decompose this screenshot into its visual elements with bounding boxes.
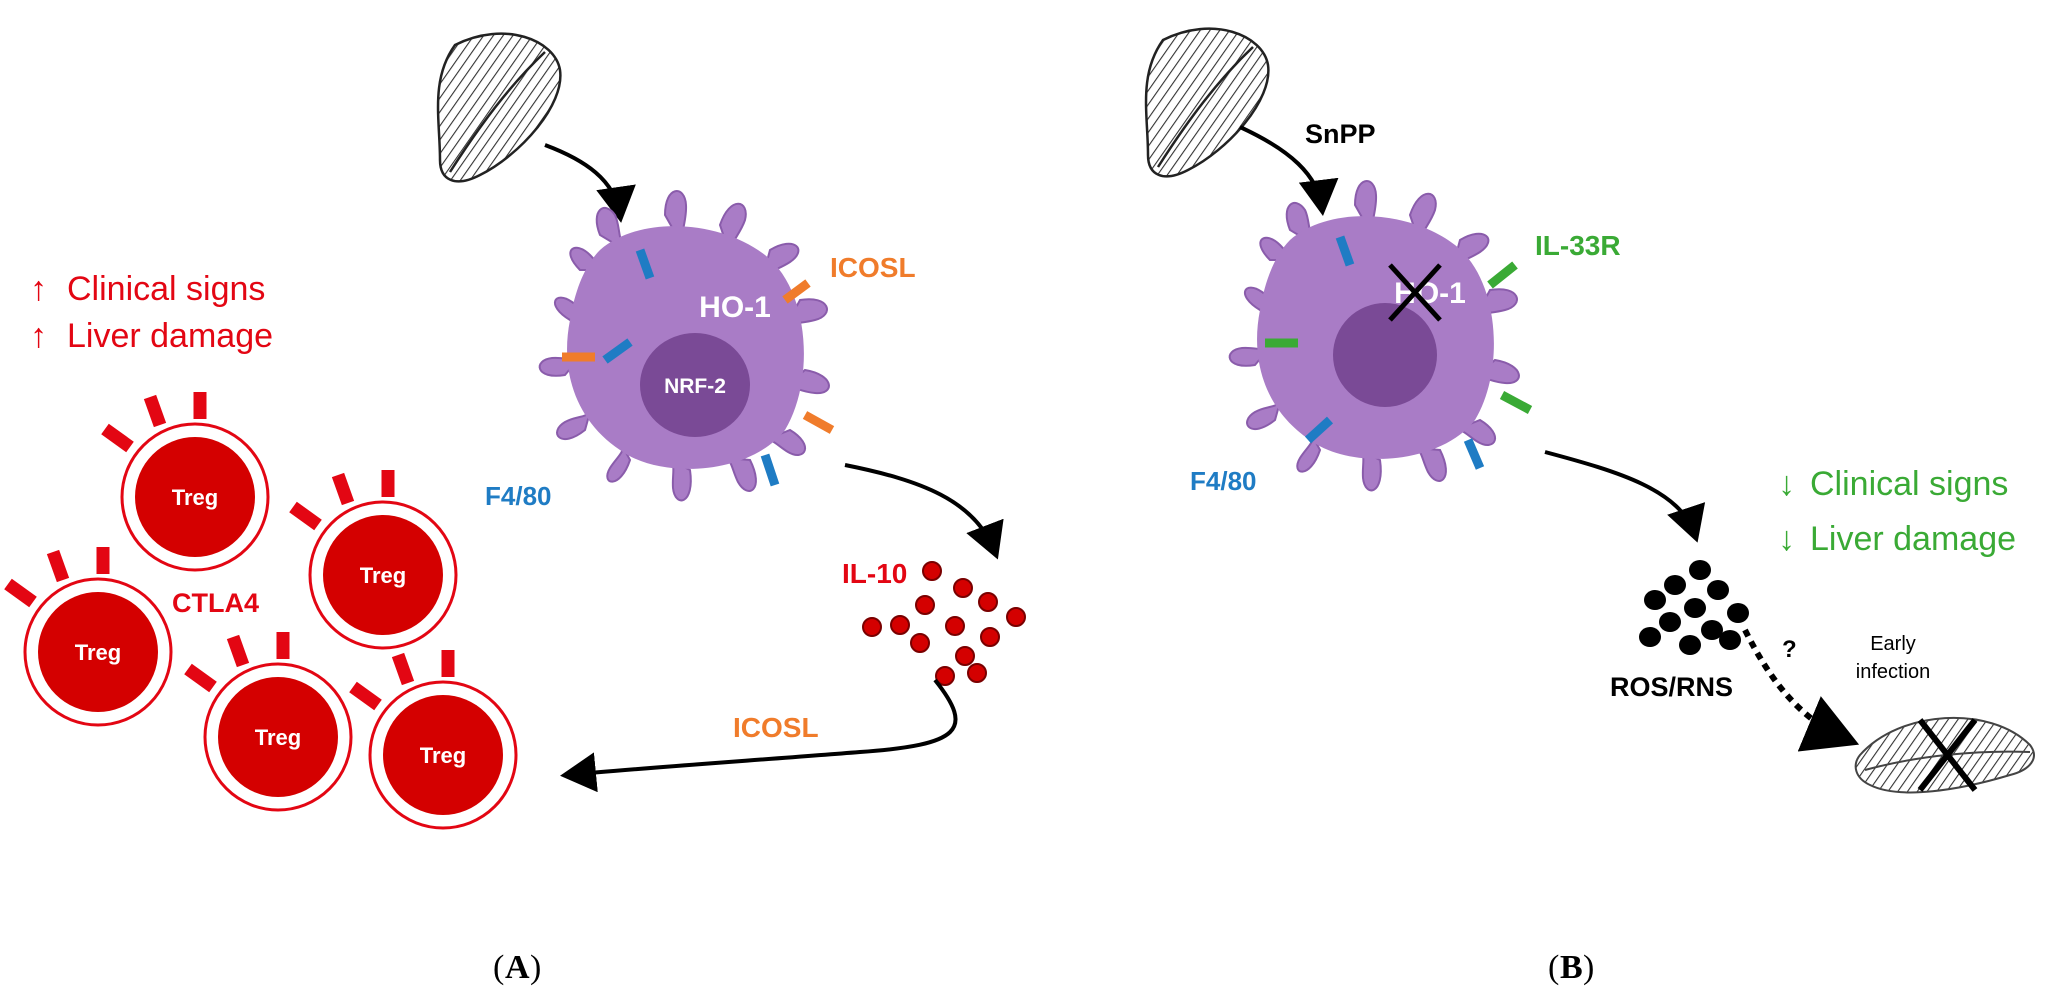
f4-80-label: F4/80 (485, 481, 552, 511)
icosl-ligand-label: ICOSL (733, 712, 819, 743)
svg-text:): ) (530, 949, 541, 986)
panel-a-caption: ( A ) (493, 949, 541, 986)
arrow-macrophage-to-ros (1544, 450, 1706, 543)
ros-rns-label: ROS/RNS (1610, 672, 1733, 702)
treg-cell: Treg (289, 470, 458, 650)
treg-label: Treg (75, 640, 121, 665)
liver-fluke-icon (1144, 27, 1270, 178)
panel-b-caption: ( B ) (1548, 949, 1594, 986)
effect-liver-damage: Liver damage (67, 317, 273, 355)
liver-fluke-icon (436, 32, 562, 183)
up-arrow-icon: ↑ (30, 270, 47, 308)
effect-clinical-signs: Clinical signs (67, 270, 265, 308)
nucleus (1333, 303, 1437, 407)
treg-cell: Treg (184, 632, 353, 812)
il-33r-label: IL-33R (1535, 230, 1621, 261)
inhibited-cross-icon (1388, 263, 1442, 322)
ho-1-label: HO-1 (699, 291, 771, 324)
dotted-arrow-to-infection (1742, 628, 1860, 752)
ctla4-label: CTLA4 (172, 588, 259, 618)
il-10-label: IL-10 (842, 558, 907, 589)
treg-cell: Treg (101, 392, 270, 572)
icosl-receptor (802, 411, 835, 434)
effect-clinical-signs: Clinical signs (1810, 465, 2008, 503)
arrow-il10-to-tregs (560, 678, 958, 793)
receptors-a (562, 248, 835, 487)
snpp-label: SnPP (1305, 119, 1376, 149)
receptors-b (1265, 235, 1533, 470)
question-mark: ? (1782, 636, 1797, 663)
treg-label: Treg (420, 743, 466, 768)
nrf-2-label: NRF-2 (664, 375, 726, 398)
f4-80-receptor (760, 453, 780, 487)
il-10-molecules (862, 561, 1026, 686)
svg-text:B: B (1560, 949, 1583, 986)
treg-cell: Treg (349, 650, 518, 830)
svg-text:(: ( (1548, 949, 1559, 986)
f4-80-receptor (1304, 416, 1334, 444)
icosl-receptor-label: ICOSL (830, 252, 916, 283)
effects-a: ↑ Clinical signs ↑ Liver damage (30, 270, 273, 355)
treg-label: Treg (360, 563, 406, 588)
icosl-receptor (782, 279, 811, 304)
killed-fluke-icon (1854, 716, 2035, 794)
macrophage-cell (538, 190, 830, 502)
down-arrow-icon: ↓ (1778, 465, 1795, 503)
il-33r-receptor (1499, 391, 1533, 414)
f4-80-receptor (1335, 235, 1355, 267)
f4-80-receptor (1463, 438, 1485, 470)
down-arrow-icon: ↓ (1778, 520, 1795, 558)
effects-b: ↓ Clinical signs ↓ Liver damage (1778, 465, 2016, 558)
f4-80-label: F4/80 (1190, 466, 1257, 496)
treg-cell: Treg (4, 547, 173, 727)
early-infection-label-line2: infection (1856, 661, 1931, 683)
il-33r-receptor (1487, 261, 1518, 289)
f4-80-receptor (602, 338, 633, 364)
svg-text:(: ( (493, 949, 504, 986)
treg-label: Treg (255, 725, 301, 750)
svg-text:A: A (505, 949, 530, 986)
effect-liver-damage: Liver damage (1810, 520, 2016, 558)
ros-rns-molecules (1639, 560, 1749, 655)
nucleus (640, 333, 750, 437)
arrow-macrophage-to-il10 (844, 463, 1004, 560)
treg-label: Treg (172, 485, 218, 510)
svg-text:): ) (1583, 949, 1594, 986)
arrow-fluke-to-macrophage (1239, 125, 1339, 216)
early-infection-label-line1: Early (1870, 633, 1916, 655)
f4-80-receptor (635, 248, 655, 280)
arrow-fluke-to-macrophage (544, 143, 636, 223)
macrophage-cell (1228, 180, 1520, 492)
up-arrow-icon: ↑ (30, 317, 47, 355)
